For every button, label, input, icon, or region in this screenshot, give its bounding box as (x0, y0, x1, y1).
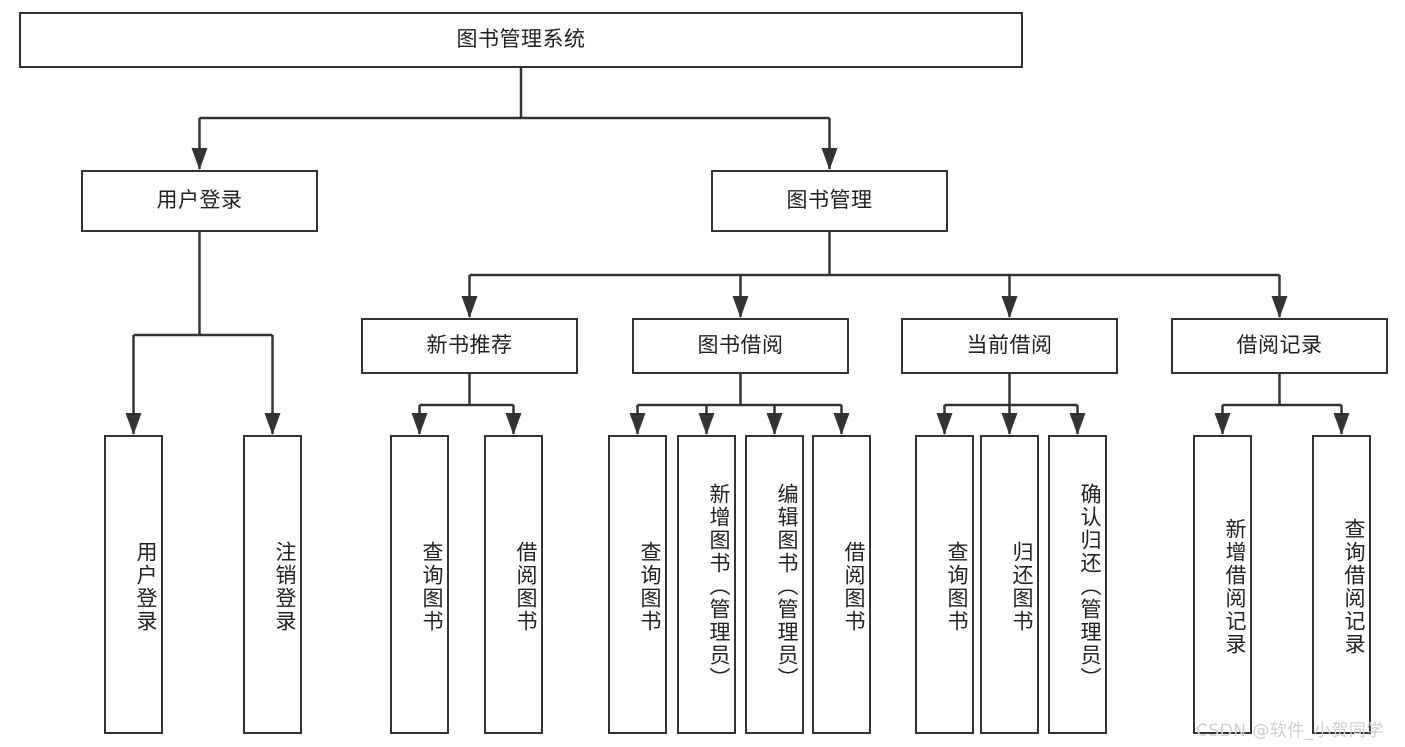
node-leaf-borrow-book-1[interactable]: 借阅图书 (484, 435, 543, 734)
node-leaf-add-record[interactable]: 新增借阅记录 (1193, 435, 1252, 734)
node-leaf-user-login[interactable]: 用户登录 (104, 435, 163, 734)
node-label: 新增借阅记录 (1223, 517, 1247, 656)
node-label: 图书管理 (786, 188, 873, 213)
node-leaf-query-record[interactable]: 查询借阅记录 (1312, 435, 1371, 734)
node-label: 图书管理系统 (456, 27, 586, 52)
node-label: 借阅图书 (514, 540, 538, 633)
node-label: 查询借阅记录 (1342, 517, 1366, 656)
node-label: 用户登录 (134, 540, 158, 633)
node-leaf-user-logout[interactable]: 注销登录 (243, 435, 302, 734)
node-new-book-rec[interactable]: 新书推荐 (361, 318, 578, 374)
node-current-borrow[interactable]: 当前借阅 (901, 318, 1118, 374)
node-leaf-add-book[interactable]: 新增图书（管理员） (677, 435, 736, 734)
node-leaf-query-book-3[interactable]: 查询图书 (915, 435, 974, 734)
node-leaf-confirm-return[interactable]: 确认归还（管理员） (1048, 435, 1107, 734)
node-label: 借阅记录 (1236, 333, 1323, 358)
node-label: 查询图书 (420, 540, 444, 633)
node-label: 借阅图书 (842, 540, 866, 633)
watermark-text: CSDN @软件_小贺同学 (1196, 721, 1384, 741)
node-label: 新增图书（管理员） (707, 483, 731, 690)
node-leaf-query-book-1[interactable]: 查询图书 (390, 435, 449, 734)
node-leaf-edit-book[interactable]: 编辑图书（管理员） (745, 435, 804, 734)
node-label: 图书借阅 (697, 333, 784, 358)
node-user-login[interactable]: 用户登录 (81, 170, 318, 232)
node-label: 确认归还（管理员） (1078, 483, 1102, 690)
node-leaf-borrow-book-2[interactable]: 借阅图书 (812, 435, 871, 734)
node-label: 新书推荐 (426, 333, 513, 358)
node-label: 编辑图书（管理员） (775, 483, 799, 690)
node-book-manage[interactable]: 图书管理 (711, 170, 948, 232)
node-book-borrow[interactable]: 图书借阅 (632, 318, 849, 374)
node-root[interactable]: 图书管理系统 (19, 12, 1023, 68)
node-label: 当前借阅 (966, 333, 1053, 358)
node-borrow-record[interactable]: 借阅记录 (1171, 318, 1388, 374)
node-leaf-query-book-2[interactable]: 查询图书 (608, 435, 667, 734)
node-label: 归还图书 (1010, 540, 1034, 633)
node-label: 查询图书 (638, 540, 662, 633)
node-label: 查询图书 (945, 540, 969, 633)
node-label: 注销登录 (273, 540, 297, 633)
node-label: 用户登录 (156, 188, 243, 213)
node-leaf-return-book[interactable]: 归还图书 (980, 435, 1039, 734)
